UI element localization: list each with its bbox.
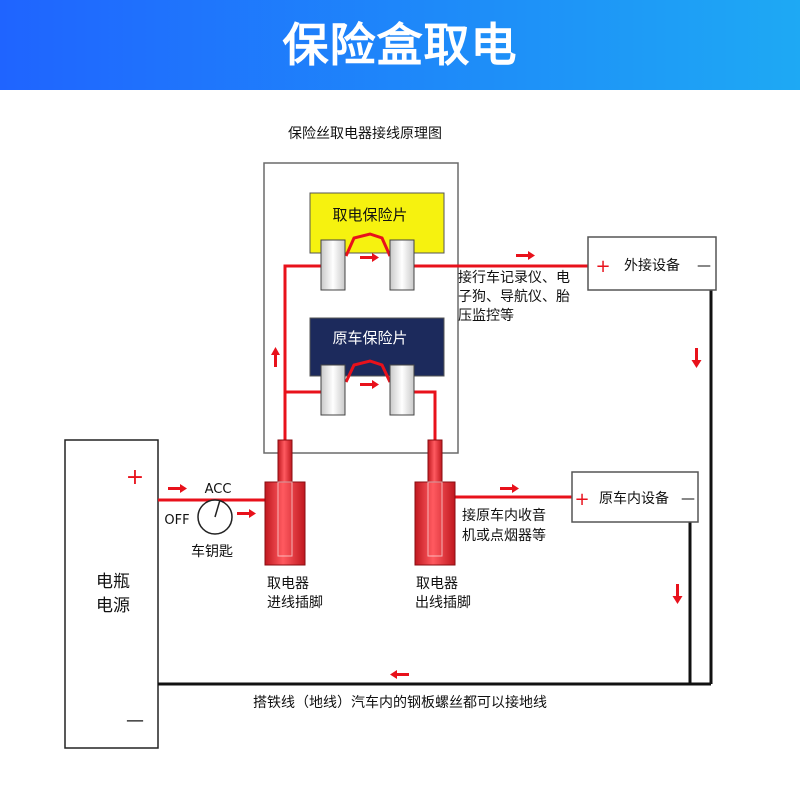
fuse-original: 原车保险片	[309, 317, 445, 416]
out-pin-label-line1: 取电器	[416, 576, 458, 592]
internal-device-label: 原车内设备	[599, 490, 669, 507]
page-title: 保险盒取电	[282, 18, 518, 72]
out-pin-label-line2: 出线插脚	[415, 595, 471, 611]
battery: + 电瓶 电源 —	[64, 439, 159, 749]
battery-label-line2: 电源	[96, 596, 130, 616]
key-label: 车钥匙	[191, 543, 233, 560]
arrow-right-icon	[360, 253, 379, 262]
arrow-right-icon	[360, 380, 379, 389]
in-pin: 取电器 进线插脚	[264, 439, 323, 611]
arrow-down-icon	[691, 348, 702, 368]
external-note-line2: 子狗、导航仪、胎	[458, 289, 570, 305]
fuse-tap-label: 取电保险片	[332, 206, 407, 224]
arrow-up-icon	[271, 347, 280, 367]
battery-minus-sign: —	[126, 710, 144, 731]
external-minus-sign: —	[697, 258, 711, 274]
arrow-right-icon	[168, 484, 187, 493]
in-pin-label-line1: 取电器	[267, 576, 309, 592]
external-device: + 外接设备 —	[587, 236, 717, 291]
battery-plus-sign: +	[126, 465, 144, 490]
off-label: OFF	[164, 513, 189, 528]
internal-device: + 原车内设备 —	[571, 471, 699, 523]
ground-wires	[158, 290, 713, 686]
arrow-right-icon	[237, 509, 256, 518]
internal-note-line2: 机或点烟器等	[462, 527, 546, 544]
arrow-left-icon	[390, 670, 409, 679]
fuse-original-label: 原车保险片	[332, 329, 407, 347]
external-note-line1: 接行车记录仪、电	[458, 269, 570, 286]
internal-note-line1: 接原车内收音	[462, 507, 546, 524]
external-device-label: 外接设备	[624, 257, 680, 274]
internal-minus-sign: —	[681, 491, 695, 507]
fuse-tap: 取电保险片	[309, 192, 445, 291]
title-banner	[0, 0, 800, 90]
out-pin: 取电器 出线插脚	[414, 439, 471, 611]
acc-label: ACC	[205, 482, 232, 497]
arrow-right-icon	[516, 251, 535, 260]
external-note-line3: 压监控等	[458, 307, 514, 324]
battery-label-line1: 电瓶	[96, 572, 130, 592]
external-plus-sign: +	[595, 256, 610, 277]
arrow-down-icon	[672, 584, 683, 604]
key-switch: ACC OFF 车钥匙	[164, 482, 233, 560]
diagram-title: 保险丝取电器接线原理图	[288, 125, 442, 142]
ground-label: 搭铁线（地线）汽车内的钢板螺丝都可以接地线	[253, 694, 547, 711]
arrow-right-icon	[500, 484, 519, 493]
internal-plus-sign: +	[574, 489, 589, 510]
in-pin-label-line2: 进线插脚	[267, 595, 323, 611]
flow-arrows	[168, 251, 702, 679]
